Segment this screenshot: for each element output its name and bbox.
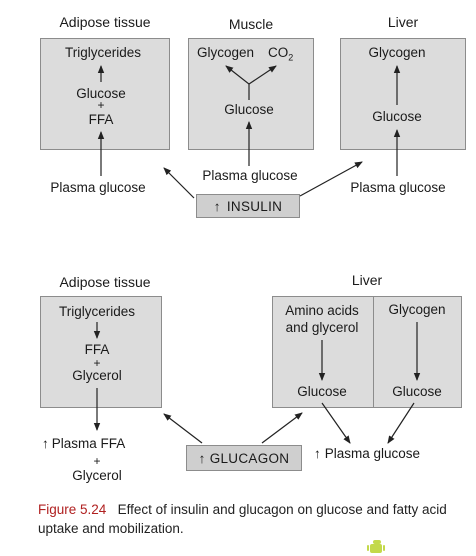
insulin-muscle-title: Muscle — [228, 16, 274, 32]
glucagon-plasma-glycerol: Glycerol — [72, 468, 122, 483]
glucagon-hormone-box: ↑ GLUCAGON — [186, 445, 302, 471]
insulin-liver-title: Liver — [387, 14, 419, 30]
up-arrow-icon: ↑ — [314, 446, 321, 461]
insulin-liver-plasma-glucose: Plasma glucose — [350, 180, 446, 195]
glucagon-adipose-glycerol: Glycerol — [72, 368, 122, 383]
arrow-glucagon-to-adipose — [163, 413, 203, 444]
arrow-insulin-to-adipose — [163, 167, 195, 199]
arrow-glucose-left-to-plasma — [321, 402, 351, 444]
glucagon-plasma-plus: + — [93, 454, 101, 468]
glucagon-liver-glucose-left: Glucose — [297, 384, 347, 399]
insulin-adipose-plus: + — [97, 98, 105, 112]
insulin-adipose-glucose: Glucose — [76, 86, 126, 101]
glucagon-liver-glucose-right: Glucose — [392, 384, 442, 399]
glucagon-adipose-box — [40, 296, 162, 408]
insulin-liver-glycogen: Glycogen — [368, 45, 426, 60]
insulin-adipose-triglycerides: Triglycerides — [64, 45, 142, 60]
android-logo-icon — [367, 540, 385, 553]
figure-number: Figure 5.24 — [38, 502, 107, 517]
insulin-liver-glucose: Glucose — [372, 109, 422, 124]
glucagon-label: GLUCAGON — [209, 450, 290, 466]
glucagon-plasma-ffa: ↑Plasma FFA — [42, 436, 126, 451]
insulin-liver-box — [340, 38, 466, 150]
glucagon-adipose-ffa: FFA — [84, 342, 110, 357]
glucagon-liver-amino-acids: Amino acids and glycerol — [285, 303, 359, 335]
glucagon-plasma-glucose: ↑Plasma glucose — [314, 446, 421, 461]
insulin-label: INSULIN — [226, 198, 283, 214]
insulin-muscle-co2: CO2 — [268, 45, 294, 63]
glucagon-adipose-triglycerides: Triglycerides — [58, 304, 136, 319]
insulin-adipose-box — [40, 38, 170, 150]
insulin-adipose-title: Adipose tissue — [59, 14, 151, 30]
arrow-glucose-right-to-plasma — [387, 402, 415, 444]
figure-caption: Figure 5.24 Effect of insulin and glucag… — [38, 500, 468, 538]
up-arrow-icon: ↑ — [213, 198, 221, 214]
insulin-muscle-glucose: Glucose — [224, 102, 274, 117]
up-arrow-icon: ↑ — [42, 436, 49, 451]
insulin-adipose-plasma-glucose: Plasma glucose — [50, 180, 146, 195]
insulin-adipose-ffa: FFA — [88, 112, 114, 127]
glucagon-adipose-title: Adipose tissue — [59, 274, 151, 290]
insulin-muscle-box — [188, 38, 314, 150]
glucagon-adipose-plus: + — [93, 356, 101, 370]
arrow-glucagon-to-liver — [261, 412, 303, 444]
insulin-muscle-plasma-glucose: Plasma glucose — [202, 168, 298, 183]
insulin-hormone-box: ↑ INSULIN — [196, 194, 300, 218]
insulin-muscle-glycogen: Glycogen — [197, 45, 255, 60]
figure-caption-text: Effect of insulin and glucagon on glucos… — [38, 502, 447, 536]
glucagon-liver-glycogen: Glycogen — [388, 302, 446, 317]
up-arrow-icon: ↑ — [198, 450, 206, 466]
glucagon-liver-title: Liver — [351, 272, 383, 288]
